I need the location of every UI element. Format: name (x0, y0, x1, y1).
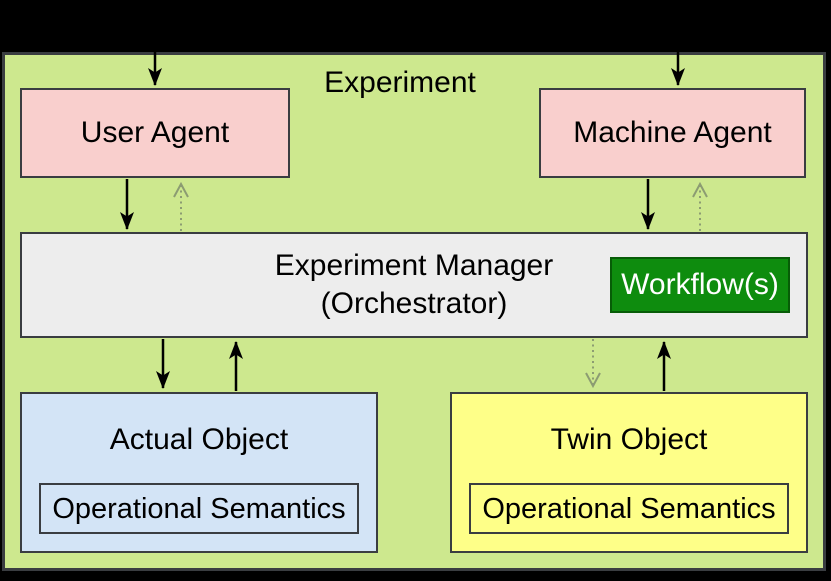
actual-object-box: Actual Object Operational Semantics (20, 392, 378, 553)
workflow-label: Workflow(s) (621, 268, 779, 301)
machine-agent-label: Machine Agent (573, 116, 772, 149)
actual-operational-semantics-box: Operational Semantics (39, 483, 359, 534)
twin-object-label: Twin Object (550, 422, 708, 456)
experiment-manager-label-line1: Experiment Manager (274, 249, 554, 282)
user-agent-label: User Agent (80, 116, 230, 149)
workflow-box: Workflow(s) (610, 257, 790, 313)
actual-object-label: Actual Object (109, 422, 289, 456)
twin-object-box: Twin Object Operational Semantics (450, 392, 808, 553)
user-agent-box: User Agent (20, 88, 290, 178)
machine-agent-box: Machine Agent (539, 88, 806, 178)
twin-operational-semantics-box: Operational Semantics (469, 483, 789, 534)
experiment-manager-label-line2: (Orchestrator) (320, 287, 508, 320)
experiment-title: Experiment (324, 66, 476, 99)
